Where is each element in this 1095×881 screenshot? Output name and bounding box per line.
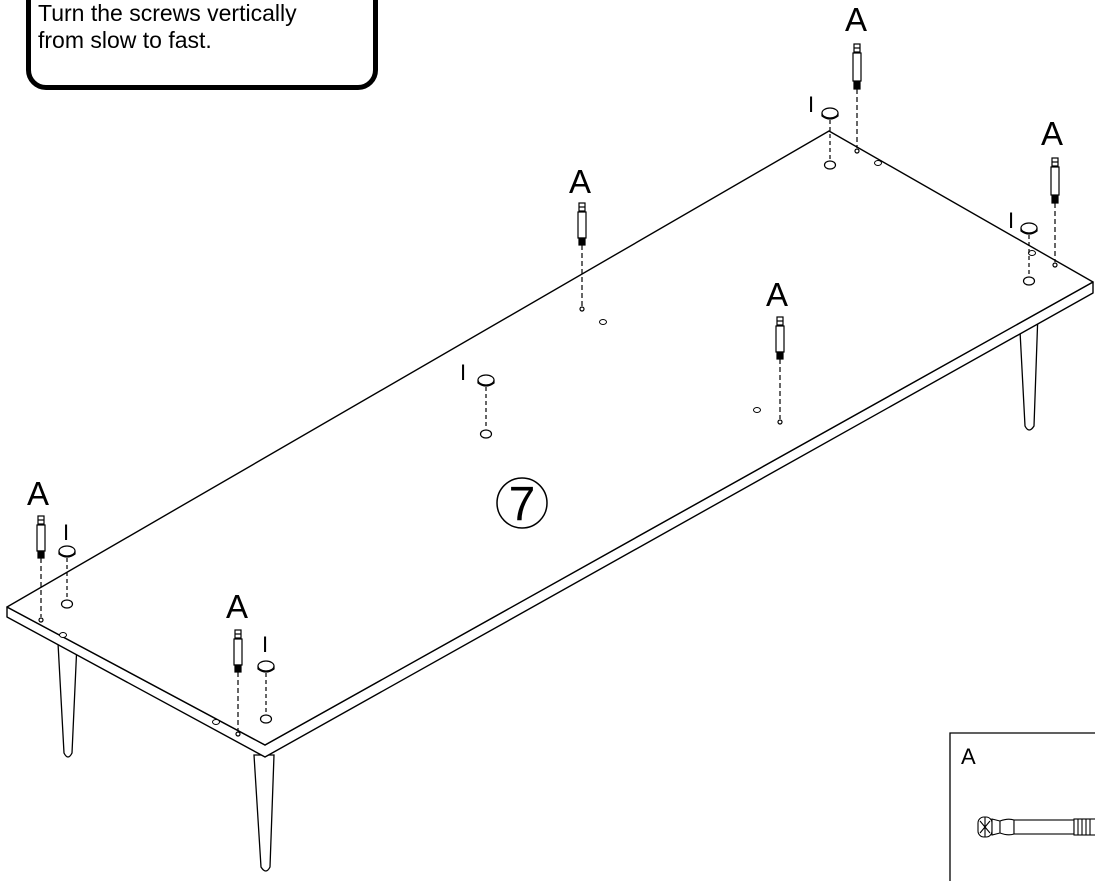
instruction-note-box <box>26 0 378 90</box>
hole <box>753 407 761 413</box>
hole <box>874 160 882 166</box>
part-label-i: I <box>808 92 814 117</box>
part-labels-a: A A A A A A <box>27 1 1063 625</box>
leg-left-back <box>253 754 275 872</box>
part-inset-box: A <box>949 732 1095 881</box>
table-top-surface <box>6 130 1094 746</box>
cam-screw-a-2 <box>1050 157 1060 268</box>
part-label-a: A <box>766 276 788 313</box>
cap-i-5 <box>257 660 275 724</box>
pre-drilled-holes <box>59 160 1036 725</box>
inset-part-label: A <box>961 744 976 769</box>
cap-i-2 <box>1020 222 1038 286</box>
step-number-badge: 7 <box>496 477 548 531</box>
part-label-i: I <box>460 360 466 385</box>
part-label-i: I <box>262 632 268 657</box>
part-label-a: A <box>845 1 867 38</box>
cam-screw-a-6 <box>233 629 243 737</box>
part-label-a: A <box>226 588 248 625</box>
hole <box>599 319 607 325</box>
table-top-panel <box>6 130 1094 758</box>
hole <box>212 719 220 725</box>
cam-screw-a-4 <box>775 316 785 425</box>
cam-screw-a-1 <box>852 43 862 154</box>
table-legs <box>57 311 1039 872</box>
note-line-2: from slow to fast. <box>38 27 212 53</box>
cam-screw-a-3 <box>577 202 587 312</box>
cam-screw-detail-icon <box>977 816 1095 838</box>
cap-i-group <box>58 107 1038 724</box>
cap-i-3 <box>477 374 495 439</box>
part-label-a: A <box>569 163 591 200</box>
note-line-1: Turn the screws vertically <box>38 0 297 26</box>
leg-left-front <box>57 642 78 758</box>
leg-right-back <box>1018 311 1039 431</box>
cam-screw-a-5 <box>36 515 46 623</box>
instruction-note-text: Turn the screws vertically from slow to … <box>38 0 378 54</box>
cap-i-1 <box>821 107 839 170</box>
part-label-a: A <box>27 475 49 512</box>
part-label-a: A <box>1041 115 1063 152</box>
cap-i-4 <box>58 545 76 609</box>
step-number: 7 <box>509 478 536 531</box>
part-label-i: I <box>63 520 69 545</box>
part-labels-i: I I I I I <box>63 92 1014 657</box>
cam-screw-a-group <box>36 43 1060 737</box>
part-label-i: I <box>1008 208 1014 233</box>
hole <box>59 632 67 638</box>
